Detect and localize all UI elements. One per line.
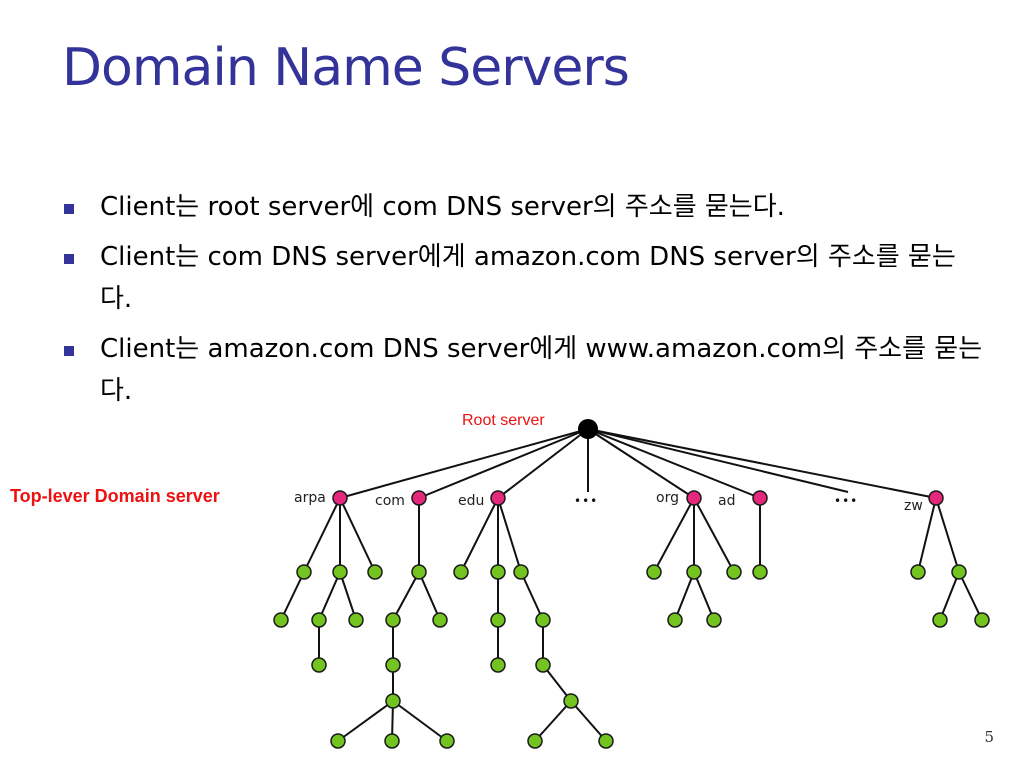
tree-edge [587,428,937,499]
leaf-server-node [535,657,551,673]
tree-edge [693,497,735,573]
tree-edge [460,497,499,573]
leaf-server-node [348,612,364,628]
leaf-server-node [932,612,948,628]
leaf-server-node [385,693,401,709]
bullet-square-icon [64,204,74,214]
leaf-server-node [439,733,455,749]
bullet-square-icon [64,346,74,356]
leaf-server-node [513,564,529,580]
leaf-server-node [411,564,427,580]
tld-server-node [928,490,944,506]
leaf-server-node [667,612,683,628]
leaf-server-node [296,564,312,580]
tree-edge [497,497,522,573]
leaf-server-node [686,564,702,580]
slide-title: Domain Name Servers [62,38,630,98]
tree-edge [497,428,589,499]
tree-edge [587,428,761,499]
leaf-server-node [490,657,506,673]
tree-edge [653,497,695,573]
leaf-server-node [330,733,346,749]
bullet-list: Client는 root server에 com DNS server의 주소를… [62,186,1002,420]
tree-edge [337,700,394,742]
leaf-server-node [332,564,348,580]
leaf-server-node [385,612,401,628]
leaf-server-node [311,657,327,673]
tree-edge [674,571,695,621]
tld-server-label: Top-lever Domain server [10,486,220,506]
tree-edge [339,497,376,573]
leaf-server-node [706,612,722,628]
tree-edge [418,571,441,621]
tld-node-label: zw [904,498,923,514]
leaf-server-node [752,564,768,580]
page-number: 5 [984,728,994,746]
tree-edge [587,428,695,499]
leaf-server-node [490,612,506,628]
leaf-server-node [385,657,401,673]
bullet-text: Client는 com DNS server에게 amazon.com DNS … [100,242,956,314]
tld-node-label: org [656,490,679,506]
tree-edge [280,571,305,621]
tree-edge [318,571,341,621]
bullet-square-icon [64,254,74,264]
tld-server-node [752,490,768,506]
tld-node-label: edu [458,493,484,509]
leaf-server-node [453,564,469,580]
tld-server-node [686,490,702,506]
tree-edge [520,571,544,621]
leaf-server-node [311,612,327,628]
bullet-item: Client는 amazon.com DNS server에게 www.amaz… [62,328,1002,412]
leaf-server-node [646,564,662,580]
bullet-item: Client는 com DNS server에게 amazon.com DNS … [62,236,1002,320]
tld-node-label: ad [718,493,735,509]
tree-edge [339,428,589,499]
tree-edge [935,497,960,573]
leaf-server-node [432,612,448,628]
tree-edge [418,428,589,499]
tree-edge [534,700,572,742]
tree-edge [693,571,715,621]
tree-edge [392,571,420,621]
leaf-server-node [563,693,579,709]
leaf-server-node [951,564,967,580]
tld-server-node [332,490,348,506]
tree-edge [570,700,607,742]
ellipsis-icon: ••• [834,494,858,508]
tld-node-label: com [375,493,405,509]
leaf-server-node [910,564,926,580]
leaf-server-node [598,733,614,749]
tld-node-label: arpa [294,490,326,506]
root-server-label: Root server [462,412,545,429]
tree-edge [392,700,448,742]
leaf-server-node [726,564,742,580]
leaf-server-node [527,733,543,749]
tree-edge [339,571,357,621]
leaf-server-node [273,612,289,628]
ellipsis-icon: ••• [574,494,598,508]
tree-edge [917,497,937,573]
tld-server-node [490,490,506,506]
bullet-item: Client는 root server에 com DNS server의 주소를… [62,186,1002,228]
tree-edge [939,571,960,621]
bullet-text: Client는 root server에 com DNS server의 주소를… [100,192,785,222]
leaf-server-node [490,564,506,580]
tree-edge [587,428,849,493]
leaf-server-node [367,564,383,580]
leaf-server-node [974,612,990,628]
tld-server-node [411,490,427,506]
leaf-server-node [384,733,400,749]
root-server-node [578,419,598,439]
tree-edge [303,497,341,573]
leaf-server-node [535,612,551,628]
bullet-text: Client는 amazon.com DNS server에게 www.amaz… [100,334,983,406]
tree-edge [958,571,983,621]
